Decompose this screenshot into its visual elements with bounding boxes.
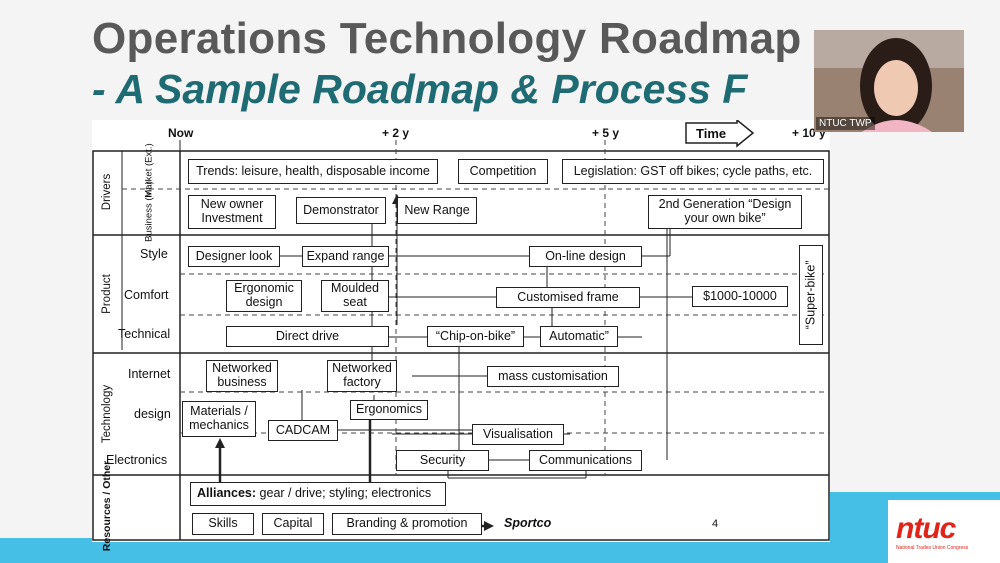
box-customised-frame: Customised frame [496,287,640,308]
box-online-design: On-line design [529,246,642,267]
box-ergonomics: Ergonomics [350,400,428,420]
page-number: 4 [712,518,719,530]
super-bike-label: “Super-bike” [803,260,818,330]
box-capital: Capital [262,513,324,535]
timeline-plus-5: + 5 y [592,126,620,140]
webcam-participant-name: NTUC TWP [816,117,875,130]
box-super-bike: “Super-bike” [799,245,823,345]
row-label-resources: Resources / Other [101,460,113,552]
box-moulded-seat: Moulded seat [321,280,389,312]
box-designer-look: Designer look [188,246,280,267]
box-cadcam: CADCAM [268,420,338,441]
roadmap-lines [92,120,830,541]
row-label-drivers: Drivers [101,173,113,211]
timeline-now: Now [168,126,194,140]
box-alliances: Alliances: gear / drive; styling; electr… [190,482,446,506]
box-price-range: $1000-10000 [692,286,788,307]
box-legislation: Legislation: GST off bikes; cycle paths,… [562,159,824,184]
row-label-product: Product [101,274,113,314]
row-label-technology: Technology [101,384,113,444]
box-direct-drive: Direct drive [226,326,389,347]
box-trends: Trends: leisure, health, disposable inco… [188,159,438,184]
box-communications: Communications [529,450,642,471]
row-label-business: Business (Int.) [143,181,155,242]
box-expand-range: Expand range [302,246,389,267]
box-security: Security [396,450,489,471]
row-label-comfort: Comfort [124,288,169,302]
slide-subtitle: - A Sample Roadmap & Process F [92,66,748,112]
roadmap-figure: Now + 2 y + 5 y Time + 10 y Drivers Mark… [92,120,830,551]
box-ergonomic-design: Ergonomic design [226,280,302,312]
box-skills: Skills [192,513,254,535]
ntuc-logo: ntuc [896,512,956,545]
box-new-owner: New owner Investment [188,195,276,229]
box-demonstrator: Demonstrator [296,197,386,224]
alliances-text: gear / drive; styling; electronics [256,486,432,501]
box-chip-on-bike: “Chip-on-bike” [427,326,524,347]
box-automatic: Automatic” [540,326,618,347]
row-label-style: Style [140,247,168,261]
box-networked-factory: Networked factory [327,360,397,392]
box-branding: Branding & promotion [332,513,482,535]
row-label-electronics: Electronics [106,453,168,467]
ntuc-logo-subtitle: National Trades Union Congress [896,545,969,551]
timeline-time-label: Time [696,126,727,141]
box-competition: Competition [458,159,548,184]
logo-background [888,500,1000,563]
label-sportco: Sportco [504,516,552,530]
row-label-design: design [134,407,171,421]
box-new-range: New Range [397,197,477,224]
row-label-technical: Technical [118,327,171,341]
box-mass-customisation: mass customisation [487,366,619,387]
participant-video-feed [814,30,964,132]
webcam-video[interactable]: NTUC TWP [814,30,964,132]
box-materials-mechanics: Materials / mechanics [182,401,256,437]
timeline-plus-2: + 2 y [382,126,410,140]
row-label-internet: Internet [128,367,171,381]
box-networked-business: Networked business [206,360,278,392]
alliances-label: Alliances: [197,486,257,501]
box-visualisation: Visualisation [472,424,564,445]
slide-title: Operations Technology Roadmap [92,14,802,63]
box-second-generation: 2nd Generation “Design your own bike” [648,195,802,229]
